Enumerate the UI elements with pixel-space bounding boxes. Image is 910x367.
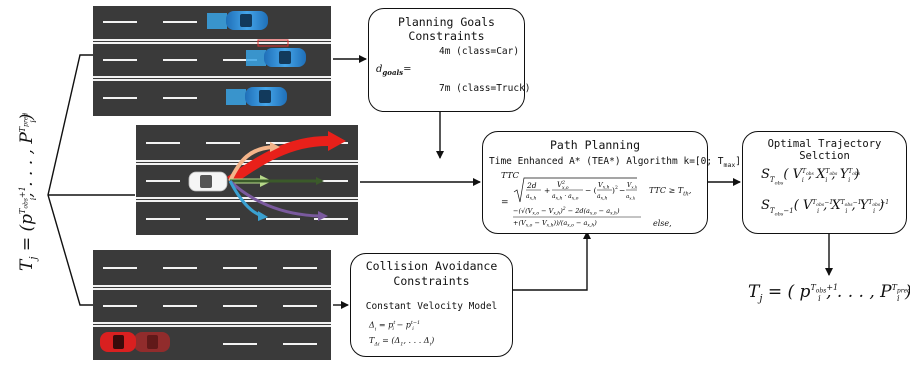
ttc-condition-2: else, xyxy=(653,219,672,228)
svg-text:ax,h · ax,o: ax,h · ax,o xyxy=(552,193,579,202)
delta-definition: Δi = pti − pt−1i xyxy=(369,320,421,333)
delta-set: TΔi = (Δ1, . . . Δi) xyxy=(369,336,435,348)
svg-text:ax,h: ax,h xyxy=(597,193,608,202)
collision-title-line1: Collision Avoidance xyxy=(365,259,498,273)
svg-text:Vx,h: Vx,h xyxy=(627,182,638,190)
input-bracket xyxy=(47,54,135,306)
svg-text:)2: )2 xyxy=(612,185,618,195)
ttc-formula-case2: −(√(Vx,o − Vx,h)2 − 2d(ax,o − ax,h) +(Vx… xyxy=(513,204,648,230)
path-planning-title: Path Planning xyxy=(549,138,640,152)
planning-goals-title: Planning Goals Constraints xyxy=(398,15,495,43)
output-trajectory-label: Tj = ( pTobs+1i , . . . , PTpredi ) xyxy=(748,282,910,305)
ttc-label: TTC xyxy=(501,171,520,181)
svg-text:V2x,o: V2x,o xyxy=(557,180,569,191)
candidate-trajectories xyxy=(227,131,346,221)
ttc-condition-1: TTC ≥ Tth, xyxy=(649,186,692,198)
car-blue-1 xyxy=(207,11,268,30)
connectors xyxy=(333,55,833,309)
goals-case-car: 4m (class=Car) xyxy=(439,46,520,57)
optimal-trajectory-box: Optimal Trajectory Selction STobs( VTobs… xyxy=(742,131,907,234)
constant-velocity-label: Constant Velocity Model xyxy=(365,301,498,312)
svg-text:2d: 2d xyxy=(526,181,537,190)
goals-case-truck: 7m (class=Truck) xyxy=(439,83,531,94)
collision-title-line2: Constraints xyxy=(393,274,470,288)
car-red xyxy=(100,332,170,352)
score-previous: STobs−1( VTobs−1i , XTobs−1i , YTobs−1i … xyxy=(761,198,890,217)
svg-text:+(Vx,o − Vx,h))/(ax,o − ax,h): +(Vx,o − Vx,h))/(ax,o − ax,h) xyxy=(513,219,597,229)
car-blue-3 xyxy=(226,87,287,106)
goals-lhs: dgoals= xyxy=(376,64,412,77)
svg-text:+: + xyxy=(544,186,550,195)
path-planning-box: Path Planning Time Enhanced A* (TEA*) Al… xyxy=(482,131,741,234)
optimal-title: Optimal Trajectory Selction xyxy=(767,138,882,162)
ttc-equals: = xyxy=(501,198,509,208)
svg-text:ax,h: ax,h xyxy=(626,194,636,201)
road-scene-collision xyxy=(93,250,331,360)
car-blue-2 xyxy=(246,39,306,67)
svg-text:Vx,h: Vx,h xyxy=(598,181,610,191)
car-white-ego xyxy=(188,171,228,192)
svg-text:−(√(Vx,o − Vx,h)2 − 2d(ax,o −: −(√(Vx,o − Vx,h)2 − 2d(ax,o − ax,h) xyxy=(513,206,620,217)
collision-avoidance-box: Collision Avoidance Constraints Constant… xyxy=(350,253,513,357)
input-trajectory-label: Tj = (pTobs+1i, . . . , PTpredi) xyxy=(17,112,40,271)
svg-text:− (: − ( xyxy=(585,186,597,195)
svg-text:ax,h: ax,h xyxy=(526,193,537,202)
score-current: STobs( VTobsi , XTobsi , YTobsi ) xyxy=(761,167,861,186)
algorithm-label: Time Enhanced A* (TEA*) Algorithm k=[0; … xyxy=(489,156,742,169)
svg-text:−: − xyxy=(619,186,625,195)
planning-goals-box: Planning Goals Constraints dgoals= 4m (c… xyxy=(368,8,531,112)
